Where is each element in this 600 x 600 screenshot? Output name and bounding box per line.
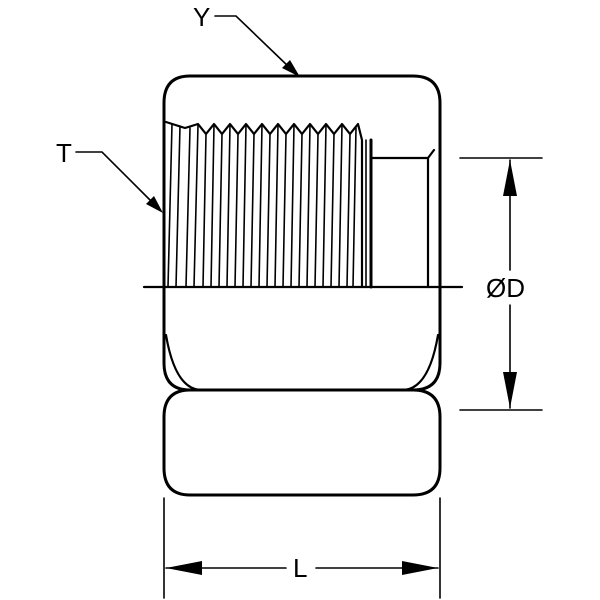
- upper-face-curve: [164, 333, 202, 392]
- bore-top: [369, 148, 436, 160]
- cap-body: [162, 74, 442, 497]
- length-label: L: [293, 553, 307, 583]
- diameter-dimension: ØD: [459, 157, 543, 411]
- leader-t-arrow: [146, 196, 163, 213]
- upper-face-curve-right: [402, 333, 440, 392]
- leader-t: T: [56, 138, 163, 213]
- lower-hex-face: [162, 388, 442, 497]
- leader-y-line: [214, 15, 291, 69]
- diameter-arrow-up: [503, 160, 517, 196]
- leader-y: Y: [193, 2, 300, 77]
- thread-crest-profile: [164, 120, 364, 289]
- thread-lines: [167, 123, 357, 288]
- diameter-label: ØD: [486, 273, 525, 303]
- thread-section: [164, 120, 436, 289]
- length-arrow-right: [402, 561, 438, 575]
- length-arrow-left: [166, 561, 202, 575]
- leader-y-arrow: [282, 60, 300, 77]
- leader-t-label: T: [56, 138, 72, 168]
- length-dimension: L: [163, 497, 441, 599]
- upper-hex-face: [162, 74, 442, 392]
- leader-y-label: Y: [193, 2, 210, 32]
- diameter-arrow-down: [503, 372, 517, 408]
- leader-t-line: [75, 151, 155, 205]
